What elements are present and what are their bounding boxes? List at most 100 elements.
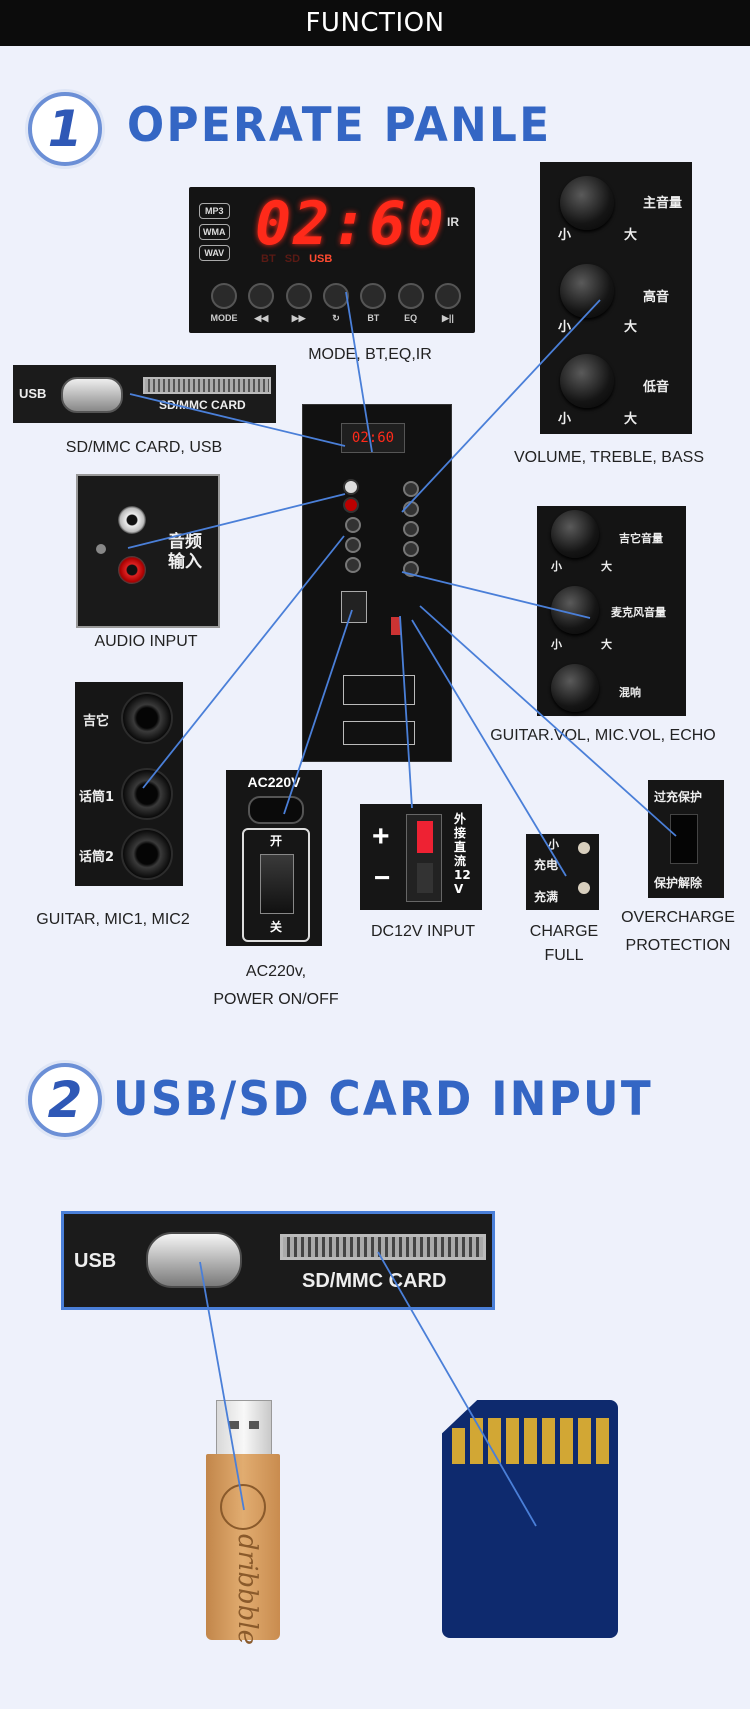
caption-sd-usb: SD/MMC CARD, USB	[65, 439, 223, 456]
plus-label: +	[372, 820, 390, 853]
rca-red-jack[interactable]	[118, 556, 146, 584]
bass-knob[interactable]	[560, 354, 614, 408]
mini-knob-4	[403, 541, 419, 557]
jack-panel: 吉它 话筒1 话筒2	[75, 682, 183, 886]
mini-jack-guitar	[345, 517, 361, 533]
mic1-jack[interactable]	[121, 768, 173, 820]
minus-label: −	[374, 862, 391, 893]
charging-led	[578, 842, 590, 854]
mic2-jack-label: 话筒2	[79, 850, 115, 865]
section-title: OPERATE PANLE	[127, 98, 552, 153]
bass-label: 低音	[643, 380, 670, 395]
max-label: 大	[624, 412, 638, 427]
mini-label-box	[343, 675, 415, 705]
ac-socket	[248, 796, 304, 824]
caption-dc: DC12V INPUT	[370, 923, 476, 940]
full-label: 充满	[534, 890, 559, 904]
format-badge-mp3: MP3	[199, 203, 230, 219]
dc-input-panel: + − 外接直流12V	[360, 804, 482, 910]
mini-knob-3	[403, 521, 419, 537]
caption-overcharge-2: PROTECTION	[625, 937, 731, 954]
usb-drive-image: dribbble	[206, 1400, 282, 1645]
volume-knob-panel: 主音量 小 大 高音 小 大 低音 小 大	[540, 162, 692, 434]
dc-terminal[interactable]	[406, 814, 442, 902]
max-label: 大	[624, 320, 638, 335]
display-panel: MP3 WMA WAV 02:60 BT SD USB IR MODE ◀◀ ▶…	[189, 187, 475, 333]
caption-overcharge-1: OVERCHARGE	[621, 909, 735, 926]
off-label: 关	[269, 920, 282, 934]
page-header: FUNCTION	[0, 0, 750, 46]
small-label: 小	[548, 838, 559, 851]
overcharge-bottom-label: 保护解除	[654, 876, 703, 890]
treble-knob[interactable]	[560, 264, 614, 318]
usb-sd-panel-small: USB SD/MMC CARD	[13, 365, 276, 423]
guitar-mic-knob-panel: 吉它音量 小 大 麦克风音量 小 大 混响	[537, 506, 686, 716]
power-switch-frame: 开 关	[242, 828, 310, 942]
master-volume-knob[interactable]	[560, 176, 614, 230]
format-badge-wav: WAV	[199, 245, 230, 261]
usb-brand: dribbble	[232, 1534, 262, 1646]
min-label: 小	[558, 412, 572, 427]
treble-label: 高音	[643, 290, 670, 305]
min-label: 小	[558, 228, 572, 243]
mic-volume-knob[interactable]	[551, 586, 599, 634]
master-volume-label: 主音量	[643, 196, 683, 211]
card-label: SD/MMC CARD	[302, 1270, 447, 1292]
min-label: 小	[551, 560, 562, 573]
source-sd: SD	[284, 253, 301, 265]
mini-power-switch	[341, 591, 367, 623]
caption-guitar-vol: GUITAR.VOL, MIC.VOL, ECHO	[490, 727, 716, 744]
power-panel: AC220V 开 关	[226, 770, 322, 946]
mode-button[interactable]: MODE	[207, 283, 241, 324]
caption-power-2: POWER ON/OFF	[213, 991, 339, 1008]
full-led	[578, 882, 590, 894]
usb-label: USB	[74, 1250, 117, 1272]
guitar-jack[interactable]	[121, 692, 173, 744]
mini-rca-white	[343, 479, 359, 495]
usb-sd-panel-large: USB SD/MMC CARD	[61, 1211, 495, 1310]
min-label: 小	[558, 320, 572, 335]
next-button[interactable]: ▶▶	[282, 283, 316, 324]
rca-white-jack[interactable]	[118, 506, 146, 534]
max-label: 大	[601, 560, 612, 573]
source-bt: BT	[261, 253, 276, 265]
caption-guitar: GUITAR, MIC1, MIC2	[36, 911, 190, 928]
guitar-volume-knob[interactable]	[551, 510, 599, 558]
power-switch[interactable]	[260, 854, 294, 914]
play-pause-button[interactable]: ▶||	[431, 283, 465, 324]
source-usb: USB	[309, 253, 333, 265]
mini-warning-box	[343, 721, 415, 745]
led-display: 02:60	[255, 189, 446, 259]
usb-connector	[216, 1400, 272, 1458]
black-clip[interactable]	[417, 863, 433, 893]
repeat-button[interactable]: ↻	[319, 283, 353, 324]
mic2-jack[interactable]	[121, 828, 173, 880]
audio-input-panel: 音频 输入	[76, 474, 220, 628]
mini-jack-mic2	[345, 557, 361, 573]
usb-port	[61, 377, 123, 413]
eq-button[interactable]: EQ	[394, 283, 428, 324]
sd-contacts	[452, 1414, 612, 1464]
guitar-volume-label: 吉它音量	[619, 532, 663, 545]
guitar-jack-label: 吉它	[83, 714, 110, 729]
caption-audio: AUDIO INPUT	[94, 633, 198, 650]
bt-button[interactable]: BT	[356, 283, 390, 324]
usb-body: dribbble	[206, 1454, 280, 1645]
card-slot[interactable]	[280, 1234, 486, 1260]
mini-dc-terminal	[391, 617, 401, 635]
overcharge-switch[interactable]	[670, 814, 698, 864]
ball-icon	[220, 1484, 266, 1530]
usb-label: USB	[19, 386, 47, 401]
prev-button[interactable]: ◀◀	[244, 283, 278, 324]
mini-knob-2	[403, 501, 419, 517]
usb-port[interactable]	[146, 1232, 242, 1288]
section-number-badge: 2	[28, 1063, 102, 1137]
red-clip[interactable]	[417, 821, 433, 853]
mini-led-display: 02:60	[341, 423, 405, 453]
sd-card-image	[442, 1400, 618, 1638]
section-number-badge: 1	[28, 92, 102, 166]
mini-rca-red	[343, 497, 359, 513]
min-label: 小	[551, 638, 562, 651]
dc-text: 外接直流12V	[454, 812, 471, 896]
echo-knob[interactable]	[551, 664, 599, 712]
